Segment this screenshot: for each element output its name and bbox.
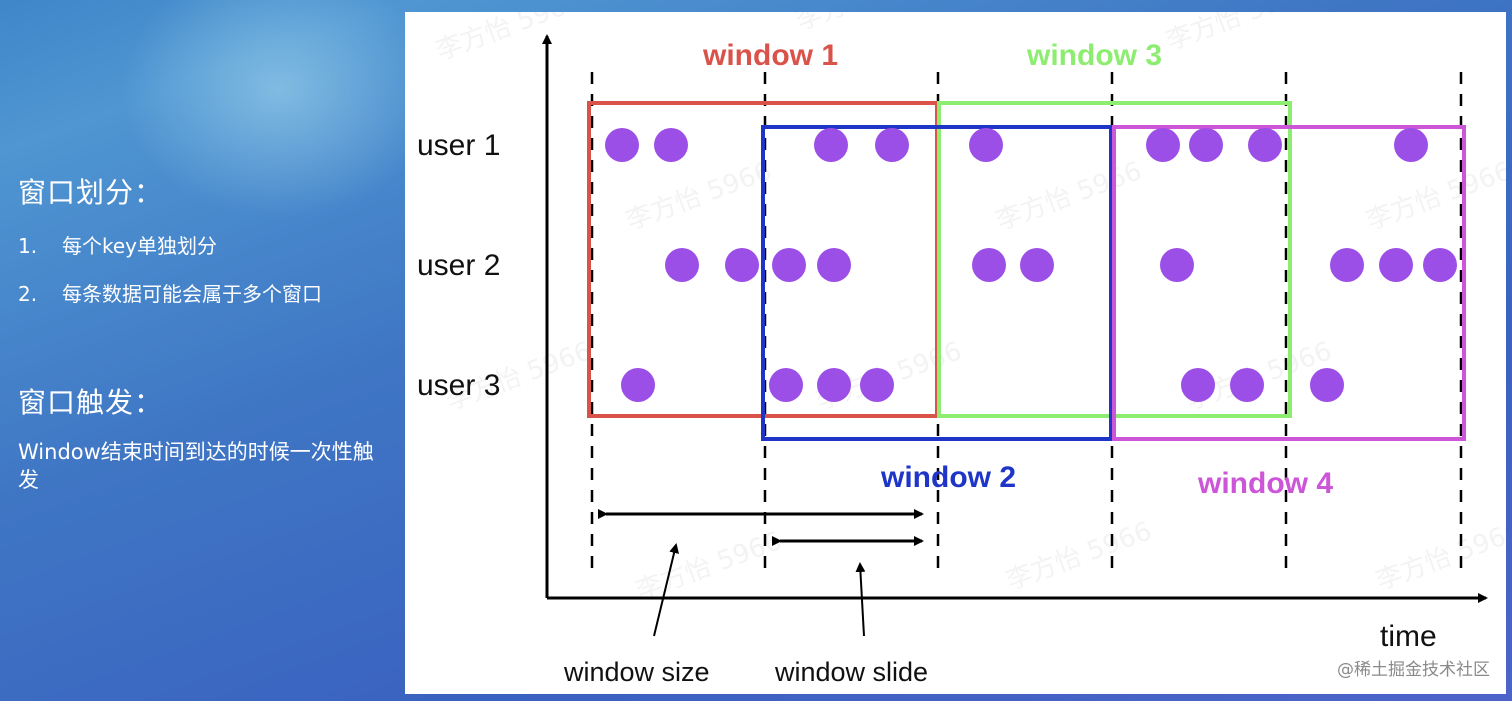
- watermark-text: 李方怡 5966: [792, 12, 946, 37]
- watermark-text: 李方怡 5966: [632, 526, 786, 606]
- event-dot-user-2: [665, 248, 699, 282]
- list-item-2: 2. 每条数据可能会属于多个窗口: [18, 281, 322, 307]
- window-4-label: window 4: [1197, 467, 1333, 500]
- left-text-panel: 窗口划分： 1.每个key单独划分 2.每条数据可能会属于多个窗口 窗口触发： …: [0, 0, 400, 701]
- event-dot-user-2: [1423, 248, 1457, 282]
- event-dot-user-3: [1181, 368, 1215, 402]
- heading-window-division: 窗口划分：: [18, 176, 164, 209]
- event-dots: [605, 128, 1457, 402]
- watermark-text: 李方怡 5966: [622, 156, 776, 236]
- watermark-text: 李方怡 5966: [1002, 516, 1156, 596]
- list-item-1: 1. 每个key单独划分: [18, 233, 217, 259]
- event-dot-user-2: [725, 248, 759, 282]
- watermark-text: 李方怡 5966: [432, 12, 586, 67]
- trigger-description: Window结束时间到达的时候一次性触发: [18, 440, 374, 492]
- event-dot-user-3: [621, 368, 655, 402]
- event-dot-user-2: [1020, 248, 1054, 282]
- event-dot-user-3: [1230, 368, 1264, 402]
- event-dot-user-1: [969, 128, 1003, 162]
- window-slide-pointer: [855, 562, 866, 637]
- event-dot-user-1: [1189, 128, 1223, 162]
- event-dot-user-2: [972, 248, 1006, 282]
- event-dot-user-2: [1379, 248, 1413, 282]
- window-2-box: [761, 125, 1113, 441]
- window-slide-label: window slide: [774, 657, 928, 687]
- list-number: 2.: [18, 282, 38, 306]
- event-dot-user-1: [814, 128, 848, 162]
- event-dot-user-2: [772, 248, 806, 282]
- site-watermark: @稀土掘金技术社区: [1337, 660, 1490, 680]
- watermark-text: 李方怡 5966: [1162, 12, 1316, 57]
- user-1-label: user 1: [417, 129, 500, 162]
- event-dot-user-2: [817, 248, 851, 282]
- watermark-text: 李方怡 5966: [1372, 516, 1506, 596]
- list-text: 每条数据可能会属于多个窗口: [62, 282, 322, 306]
- list-number: 1.: [18, 234, 38, 258]
- event-dot-user-3: [860, 368, 894, 402]
- watermark-text: 李方怡 5966: [992, 156, 1146, 236]
- event-dot-user-3: [769, 368, 803, 402]
- event-dot-user-1: [654, 128, 688, 162]
- heading-window-trigger: 窗口触发：: [18, 386, 164, 419]
- event-dot-user-3: [1310, 368, 1344, 402]
- user-3-label: user 3: [417, 369, 500, 402]
- user-2-label: user 2: [417, 249, 500, 282]
- time-axis-label: time: [1380, 620, 1437, 653]
- window-3-label: window 3: [1026, 39, 1162, 72]
- event-dot-user-2: [1330, 248, 1364, 282]
- window-4-box: [1112, 125, 1466, 441]
- event-dot-user-1: [875, 128, 909, 162]
- event-dot-user-1: [1146, 128, 1180, 162]
- event-dot-user-1: [1394, 128, 1428, 162]
- window-1-label: window 1: [702, 39, 838, 72]
- event-dot-user-2: [1160, 248, 1194, 282]
- window-size-pointer: [653, 543, 679, 637]
- sliding-window-diagram: 李方怡 5966 李方怡 5966 李方怡 5966 李方怡 5966 李方怡 5966…: [405, 12, 1506, 694]
- event-dot-user-1: [605, 128, 639, 162]
- diagram-canvas: 李方怡 5966 李方怡 5966 李方怡 5966 李方怡 5966 李方怡 5966…: [417, 12, 1506, 687]
- window-2-label: window 2: [880, 461, 1016, 494]
- list-text: 每个key单独划分: [62, 234, 218, 258]
- event-dot-user-1: [1248, 128, 1282, 162]
- watermark-text: 李方怡 5966: [1362, 156, 1506, 236]
- event-dot-user-3: [817, 368, 851, 402]
- window-size-label: window size: [563, 657, 710, 687]
